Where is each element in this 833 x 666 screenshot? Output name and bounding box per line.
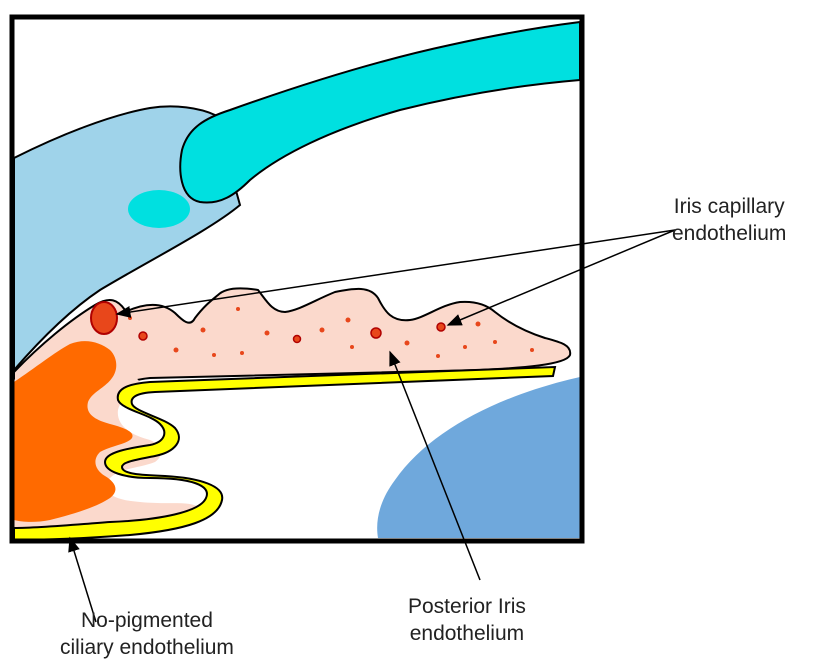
schlemm-canal xyxy=(128,190,190,228)
capillary xyxy=(139,332,147,340)
capillary-pointer-left xyxy=(117,230,675,314)
capillary xyxy=(212,353,216,357)
capillary xyxy=(201,328,206,333)
ciliary-label-line1: No-pigmented xyxy=(60,607,234,634)
posterior-iris-label-line2: endothelium xyxy=(408,620,526,647)
capillary xyxy=(530,348,534,352)
iris-capillary-label-line1: Iris capillary xyxy=(672,193,786,220)
iris-capillary-label-line2: endothelium xyxy=(672,220,786,247)
ciliary-endothelium-label: No-pigmented ciliary endothelium xyxy=(60,607,234,661)
posterior-iris-endothelium-label: Posterior Iris endothelium xyxy=(408,593,526,647)
capillary xyxy=(265,331,270,336)
capillary xyxy=(437,323,445,331)
large-capillary xyxy=(91,302,117,334)
capillary xyxy=(476,322,481,327)
capillary xyxy=(463,345,467,349)
capillary xyxy=(350,345,354,349)
capillary xyxy=(405,341,410,346)
cornea-band xyxy=(180,22,580,203)
capillary xyxy=(174,348,179,353)
capillary-pointer-right xyxy=(448,230,675,325)
capillary xyxy=(346,318,351,323)
capillary xyxy=(320,328,325,333)
capillary xyxy=(436,354,440,358)
capillary xyxy=(493,340,497,344)
capillary xyxy=(236,307,240,311)
capillary xyxy=(371,328,381,338)
iris-capillary-endothelium-label: Iris capillary endothelium xyxy=(672,193,786,247)
capillary xyxy=(128,316,132,320)
posterior-iris-label-line1: Posterior Iris xyxy=(408,593,526,620)
ciliary-label-line2: ciliary endothelium xyxy=(60,634,234,661)
capillary xyxy=(294,336,301,343)
lens xyxy=(377,377,580,538)
capillary xyxy=(240,351,244,355)
